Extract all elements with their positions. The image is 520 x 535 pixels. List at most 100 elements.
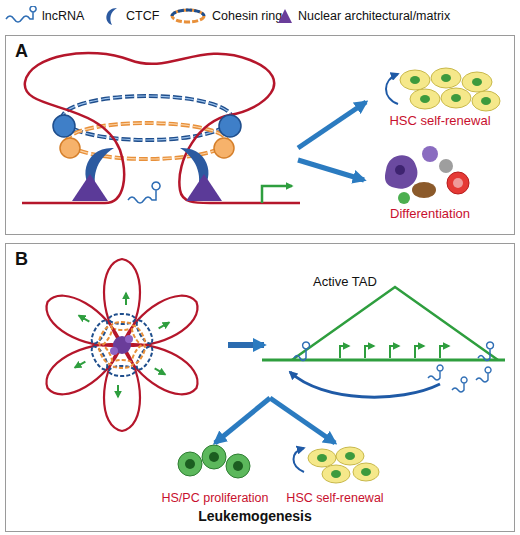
chromatin-hub bbox=[113, 286, 205, 360]
active-tad bbox=[428, 365, 443, 380]
legend-item: CTCF bbox=[102, 6, 159, 26]
chromatin-hub bbox=[39, 286, 131, 360]
legend-sample bbox=[6, 6, 36, 22]
panel-box: A HSC self-renewalDifferentiation bbox=[5, 35, 515, 235]
differentiated-cells bbox=[385, 155, 417, 189]
chromatin-loop bbox=[53, 115, 75, 137]
stem-cells bbox=[472, 78, 482, 86]
active-tad bbox=[262, 287, 505, 397]
outcome-arrow bbox=[298, 160, 364, 180]
cell-group: Differentiation bbox=[370, 140, 490, 222]
active-tad bbox=[340, 346, 349, 358]
active-tad bbox=[476, 367, 491, 382]
chromatin-loop bbox=[219, 115, 241, 137]
stem-cells bbox=[441, 74, 451, 82]
cell-group: HSC self-renewal bbox=[280, 443, 390, 505]
differentiated-cells bbox=[395, 165, 405, 175]
proliferating-cells bbox=[233, 461, 243, 471]
chromatin-hub bbox=[113, 286, 205, 360]
stem-cells bbox=[420, 95, 430, 103]
stem-cells bbox=[472, 91, 500, 111]
panel-box: BActive TADHS/PC proliferationHSC self-r… bbox=[5, 243, 515, 532]
differentiated-cells bbox=[398, 192, 410, 204]
chromatin-hub bbox=[75, 362, 85, 368]
node-label: HSC self-renewal bbox=[389, 114, 490, 129]
cell-group: HS/PC proliferation bbox=[160, 443, 270, 505]
differentiated-cells bbox=[439, 159, 453, 173]
chromatin-hub bbox=[155, 368, 165, 374]
stem-cells bbox=[400, 70, 430, 90]
chromatin-hub bbox=[39, 259, 206, 431]
chromatin-hub bbox=[104, 345, 140, 431]
active-tad bbox=[292, 287, 498, 360]
legend-sample bbox=[168, 6, 208, 26]
legend-sample bbox=[278, 9, 292, 23]
chromatin-loop bbox=[60, 138, 80, 158]
outcome-label: Leukemogenesis bbox=[170, 508, 340, 524]
stem-cells bbox=[345, 452, 355, 460]
flow-arrow bbox=[215, 398, 270, 443]
stem-cells bbox=[410, 76, 420, 84]
active-tad bbox=[294, 342, 310, 360]
chromatin-hub bbox=[104, 259, 140, 345]
legend-sample bbox=[276, 6, 294, 26]
chromatin-hub bbox=[104, 345, 140, 431]
flow-arrow bbox=[270, 398, 335, 443]
stem-cells bbox=[410, 89, 440, 109]
stem-cells bbox=[294, 447, 380, 483]
chromatin-hub bbox=[110, 347, 118, 355]
chromatin-loop bbox=[214, 138, 234, 158]
legend-item: lncRNA bbox=[4, 6, 84, 26]
legend-text: CTCF bbox=[126, 9, 159, 23]
chromatin-hub bbox=[125, 293, 127, 305]
legend-sample bbox=[172, 10, 204, 16]
stem-cells bbox=[331, 470, 341, 478]
stem-cells bbox=[481, 97, 491, 105]
chromatin-hub bbox=[39, 329, 131, 403]
stem-cells bbox=[317, 454, 327, 462]
chromatin-hub bbox=[97, 324, 115, 347]
chromatin-loop bbox=[22, 53, 300, 203]
active-tad bbox=[478, 342, 494, 360]
chromatin-hub bbox=[104, 259, 140, 345]
proliferating-cells bbox=[185, 459, 195, 469]
stem-cells bbox=[322, 465, 350, 483]
legend-item: Nuclear architectural/matrix bbox=[276, 6, 450, 26]
node-label: Differentiation bbox=[390, 207, 470, 222]
tad-triangle: Active TAD bbox=[255, 268, 505, 398]
stem-cells bbox=[451, 94, 461, 102]
stem-cells bbox=[386, 68, 500, 111]
chromatin-loop bbox=[72, 174, 108, 201]
chromatin-hub bbox=[39, 329, 131, 403]
legend-sample bbox=[102, 6, 122, 26]
proliferating-cells bbox=[209, 452, 219, 462]
differentiated-cells bbox=[422, 146, 438, 162]
legend-text: Cohesin ring bbox=[212, 9, 282, 23]
chromatin-hub bbox=[117, 385, 119, 397]
chromatin-hub bbox=[89, 318, 111, 346]
node-label: Active TAD bbox=[313, 275, 377, 290]
stem-cells bbox=[462, 72, 492, 92]
legend-sample bbox=[106, 8, 117, 25]
chromatin-hub bbox=[125, 335, 133, 343]
chromatin-loop bbox=[128, 182, 160, 203]
stem-cells bbox=[441, 88, 471, 108]
proliferating-cells bbox=[202, 445, 226, 469]
stem-cells bbox=[386, 74, 398, 104]
panel-letter: A bbox=[15, 41, 28, 62]
proliferating-cells bbox=[178, 452, 202, 476]
chromatin-hub bbox=[79, 316, 89, 322]
outcome-arrow bbox=[298, 102, 366, 148]
node-label: HSC self-renewal bbox=[286, 491, 383, 505]
active-tad bbox=[452, 377, 467, 392]
legend-item: Cohesin ring bbox=[168, 6, 282, 26]
differentiated-cells bbox=[385, 146, 469, 204]
stem-cells bbox=[336, 447, 364, 465]
stem-cells bbox=[308, 449, 336, 467]
chromatin-loop bbox=[262, 186, 292, 203]
